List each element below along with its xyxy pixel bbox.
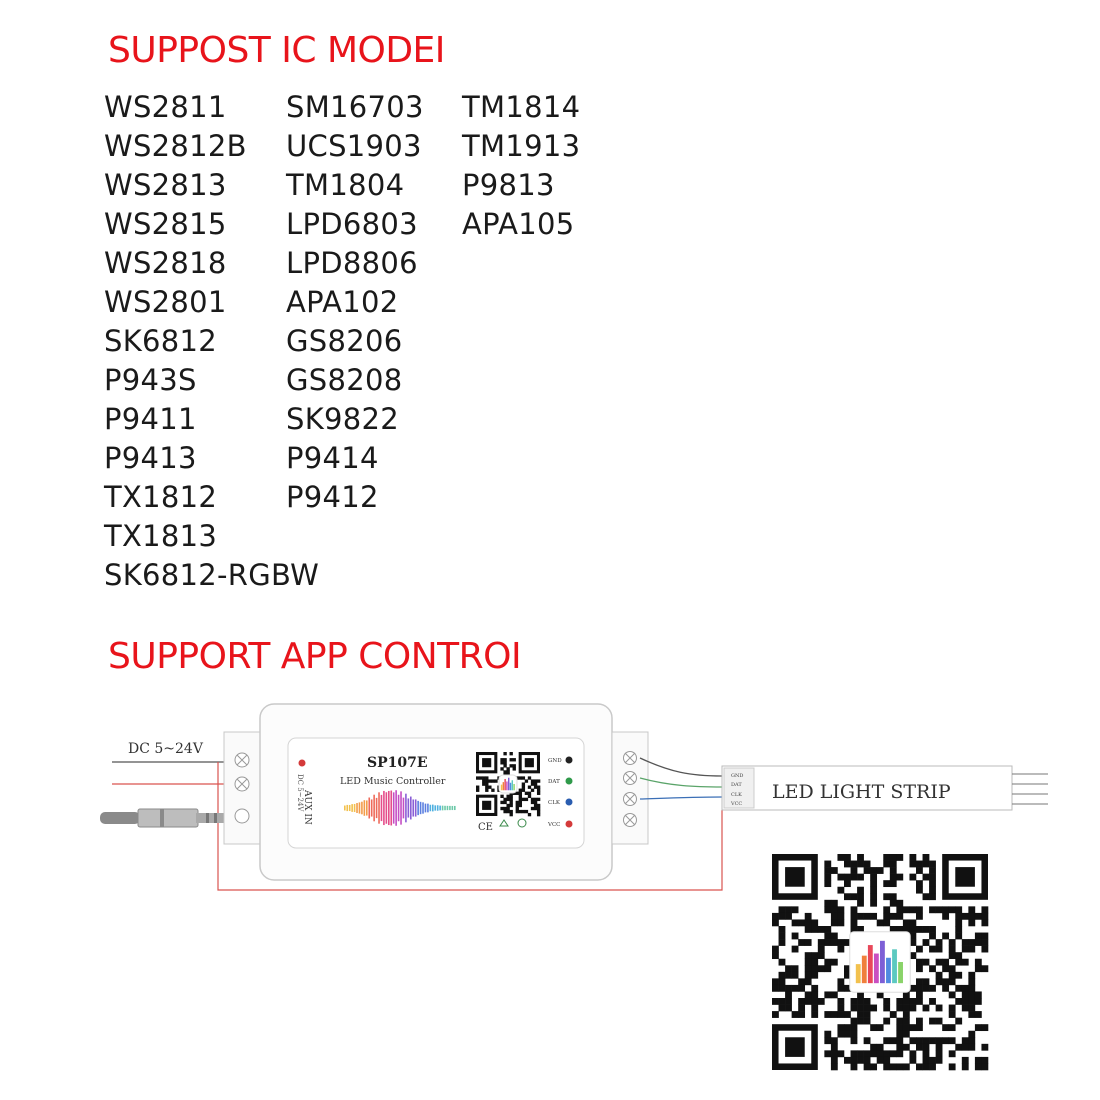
left-terminal-block [223, 731, 263, 845]
ic-model-item: LPD8806 [286, 246, 418, 280]
sound-wave-graphic [344, 790, 456, 826]
ic-model-item: SK6812 [104, 324, 218, 358]
controller-pin-gnd: GND [548, 758, 562, 764]
ic-model-item: SK6812-RGBW [104, 558, 320, 592]
ic-model-item: WS2818 [104, 246, 227, 280]
ce-mark: CE [478, 822, 493, 833]
output-wires [639, 757, 723, 800]
audio-jack [100, 808, 226, 828]
power-led-icon [298, 759, 306, 767]
ic-model-item: SM16703 [286, 90, 424, 124]
strip-pin-dat: DAT [731, 782, 742, 788]
ic-model-item: APA105 [462, 207, 575, 241]
power-wires [112, 761, 723, 891]
strip-pin-clk: CLK [731, 792, 742, 798]
ic-model-item: P9413 [104, 441, 197, 475]
recycle-icon [499, 819, 509, 827]
ic-model-item: UCS1903 [286, 129, 422, 163]
led-strip-label: LED LIGHT STRIP [772, 781, 951, 803]
ic-model-item: TX1813 [104, 519, 218, 553]
aux-in-label: AUX IN [302, 789, 312, 825]
ic-model-item: GS8206 [286, 324, 403, 358]
eco-icon [517, 818, 527, 828]
controller-subtitle: LED Music Controller [340, 776, 446, 787]
app-qr-code-icon [772, 854, 989, 1071]
ic-model-item: P943S [104, 363, 197, 397]
ic-model-item: WS2812B [104, 129, 247, 163]
ic-model-item: WS2815 [104, 207, 227, 241]
ic-model-item: TM1913 [462, 129, 581, 163]
controller-model: SP107E [367, 755, 428, 771]
ic-model-item: WS2813 [104, 168, 227, 202]
supported-ic-heading: SUPPOST IC MODEI [108, 30, 445, 71]
controller-pin-clk: CLK [548, 800, 561, 806]
right-terminal-block [611, 731, 649, 845]
ic-model-item: P9813 [462, 168, 555, 202]
ic-model-item: P9411 [104, 402, 197, 436]
controller-pin-labels: GND DAT CLK VCC [547, 758, 562, 828]
power-input-label: DC 5~24V [128, 741, 204, 757]
controller-power-rating: DC 5~24V [296, 774, 304, 812]
app-control-heading: SUPPORT APP CONTROI [108, 636, 522, 677]
ic-model-item: TM1804 [286, 168, 405, 202]
ic-model-item: LPD6803 [286, 207, 418, 241]
ic-model-item: WS2801 [104, 285, 227, 319]
ic-model-item: P9414 [286, 441, 379, 475]
ic-model-item: SK9822 [286, 402, 400, 436]
controller-pin-vcc: VCC [547, 822, 560, 828]
controller-qr-icon [476, 752, 541, 817]
ic-model-item: WS2811 [104, 90, 227, 124]
led-strip [721, 765, 1048, 811]
wiring-diagram: DC 5~24V DC 5~24V AUX IN SP107E LED Musi… [100, 703, 1048, 1071]
ic-model-item: P9412 [286, 480, 379, 514]
ic-model-item: GS8208 [286, 363, 403, 397]
strip-pin-vcc: VCC [730, 801, 742, 807]
controller-pin-leds [565, 756, 573, 828]
ic-model-item: APA102 [286, 285, 399, 319]
ic-model-item: TM1814 [462, 90, 581, 124]
controller-pin-dat: DAT [548, 779, 560, 785]
strip-pin-labels: GND DAT CLK VCC [730, 773, 743, 807]
strip-pin-gnd: GND [731, 773, 743, 779]
ic-model-item: TX1812 [104, 480, 218, 514]
